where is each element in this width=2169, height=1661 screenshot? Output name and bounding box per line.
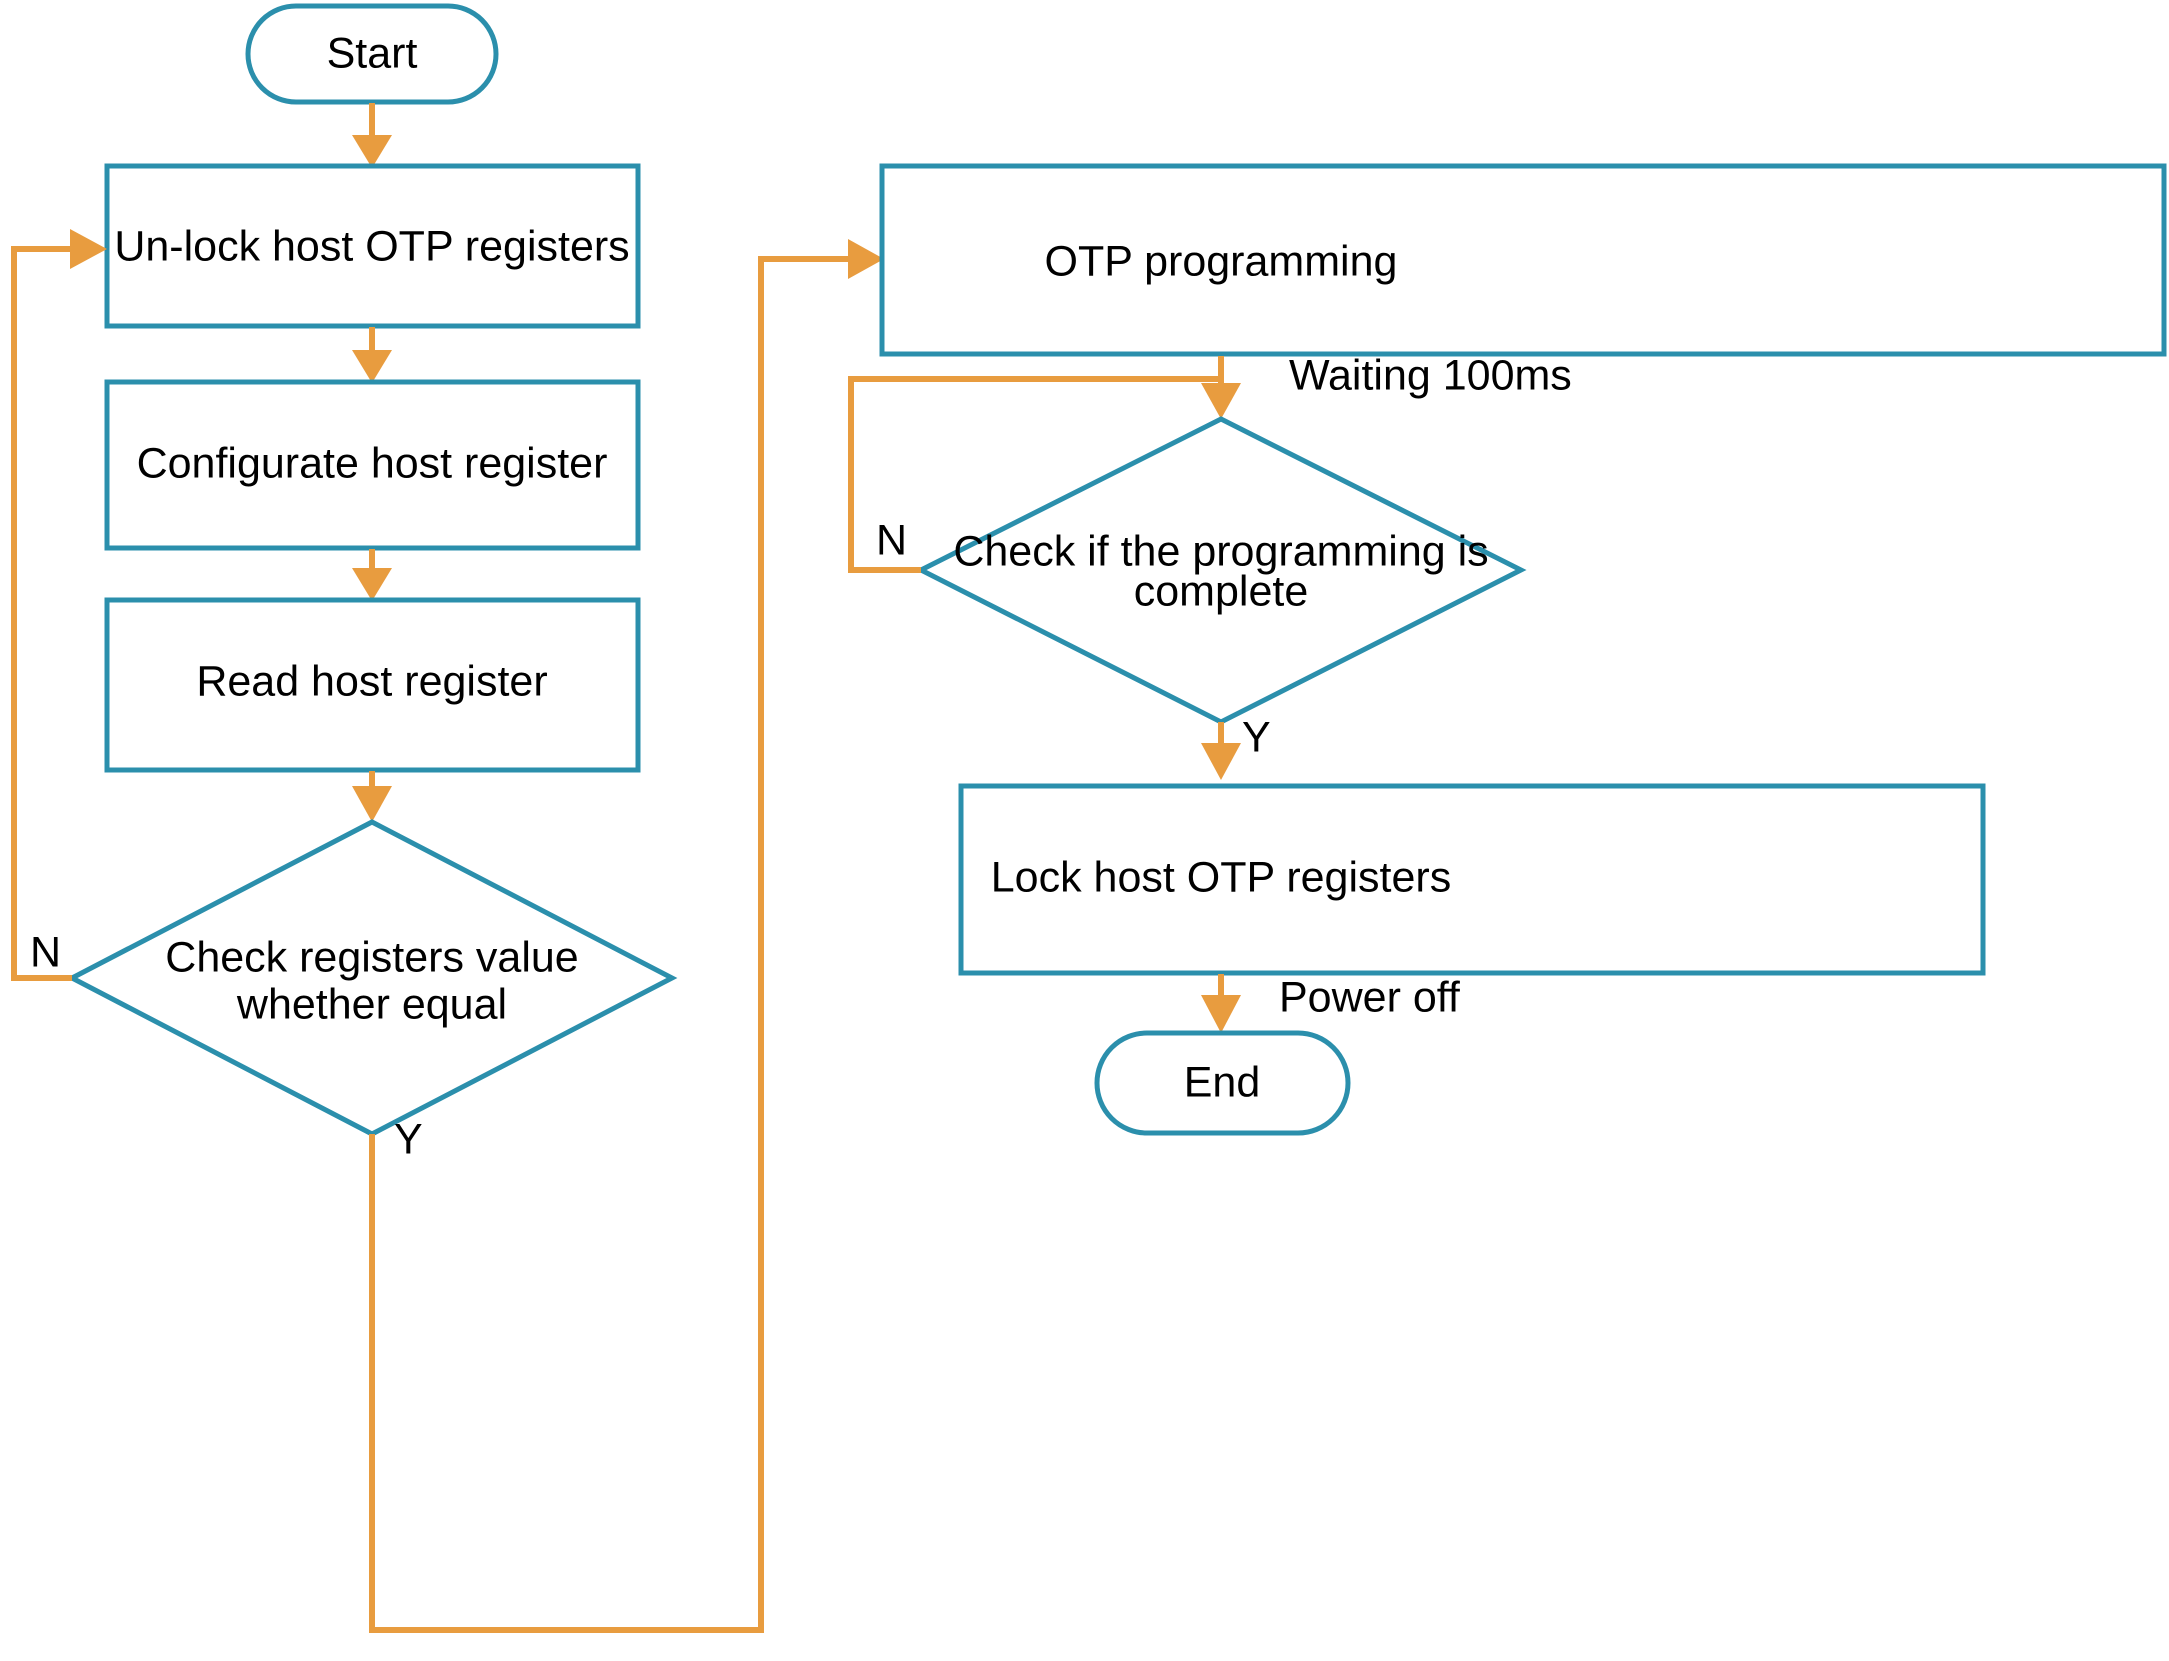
node-check-equal[interactable]: Check registers value whether equal bbox=[66, 819, 678, 1137]
check-complete-label-line2: complete bbox=[1134, 567, 1308, 615]
check-complete-label-line1: Check if the programming is bbox=[953, 527, 1488, 575]
arrowhead-icon bbox=[70, 229, 107, 269]
arrowhead-icon bbox=[352, 350, 392, 383]
edge-configure-to-read bbox=[352, 549, 392, 601]
arrowhead-icon bbox=[1201, 995, 1241, 1033]
edge-check-equal-no-loop bbox=[11, 229, 107, 981]
arrowhead-icon bbox=[1201, 743, 1241, 780]
edge-unlock-to-configure bbox=[352, 327, 392, 383]
edge-otp-to-check-complete bbox=[1201, 356, 1241, 419]
otp-programming-label: OTP programming bbox=[1045, 237, 1398, 285]
end-shape bbox=[1094, 1030, 1351, 1136]
edge-label-check-equal-no: N bbox=[30, 928, 61, 976]
arrowhead-icon bbox=[1201, 383, 1241, 419]
check-equal-label-line1: Check registers value bbox=[165, 933, 578, 981]
edge-label-check-complete-yes: Y bbox=[1242, 713, 1271, 761]
arrowhead-icon bbox=[848, 239, 884, 279]
node-unlock[interactable]: Un-lock host OTP registers bbox=[104, 163, 641, 329]
lock-shape bbox=[958, 783, 1986, 976]
edge-check-equal-yes bbox=[369, 239, 884, 1633]
edge-label-check-complete-no: N bbox=[876, 516, 907, 564]
start-shape bbox=[245, 3, 499, 105]
unlock-label: Un-lock host OTP registers bbox=[114, 222, 629, 270]
arrowhead-icon bbox=[352, 135, 392, 168]
edge-read-to-check-equal bbox=[352, 771, 392, 822]
node-lock[interactable]: Lock host OTP registers bbox=[958, 783, 1986, 976]
edge-check-complete-yes bbox=[1201, 722, 1241, 780]
lock-label: Lock host OTP registers bbox=[991, 853, 1451, 901]
unlock-shape bbox=[104, 163, 641, 329]
edge-lock-to-end bbox=[1201, 974, 1241, 1033]
otp-programming-shape bbox=[879, 163, 2167, 357]
check-equal-label-line2: whether equal bbox=[236, 980, 507, 1028]
edge-check-complete-no-loop bbox=[848, 376, 1221, 573]
node-read[interactable]: Read host register bbox=[104, 597, 641, 773]
edge-label-check-equal-yes: Y bbox=[394, 1115, 423, 1163]
node-otp-programming[interactable]: OTP programming bbox=[879, 163, 2167, 357]
node-end[interactable]: End bbox=[1094, 1030, 1351, 1136]
arrowhead-icon bbox=[352, 568, 392, 601]
read-shape bbox=[104, 597, 641, 773]
edge-label-waiting: Waiting 100ms bbox=[1289, 351, 1572, 399]
end-label: End bbox=[1184, 1058, 1261, 1106]
node-configure[interactable]: Configurate host register bbox=[104, 379, 641, 551]
node-start[interactable]: Start bbox=[245, 3, 499, 105]
node-check-complete[interactable]: Check if the programming is complete bbox=[915, 416, 1527, 725]
arrowhead-icon bbox=[352, 786, 392, 822]
edge-start-to-unlock bbox=[352, 103, 392, 168]
edge-label-power-off: Power off bbox=[1279, 973, 1461, 1021]
start-label: Start bbox=[327, 29, 418, 77]
configure-shape bbox=[104, 379, 641, 551]
configure-label: Configurate host register bbox=[137, 439, 608, 487]
read-label: Read host register bbox=[196, 657, 547, 705]
